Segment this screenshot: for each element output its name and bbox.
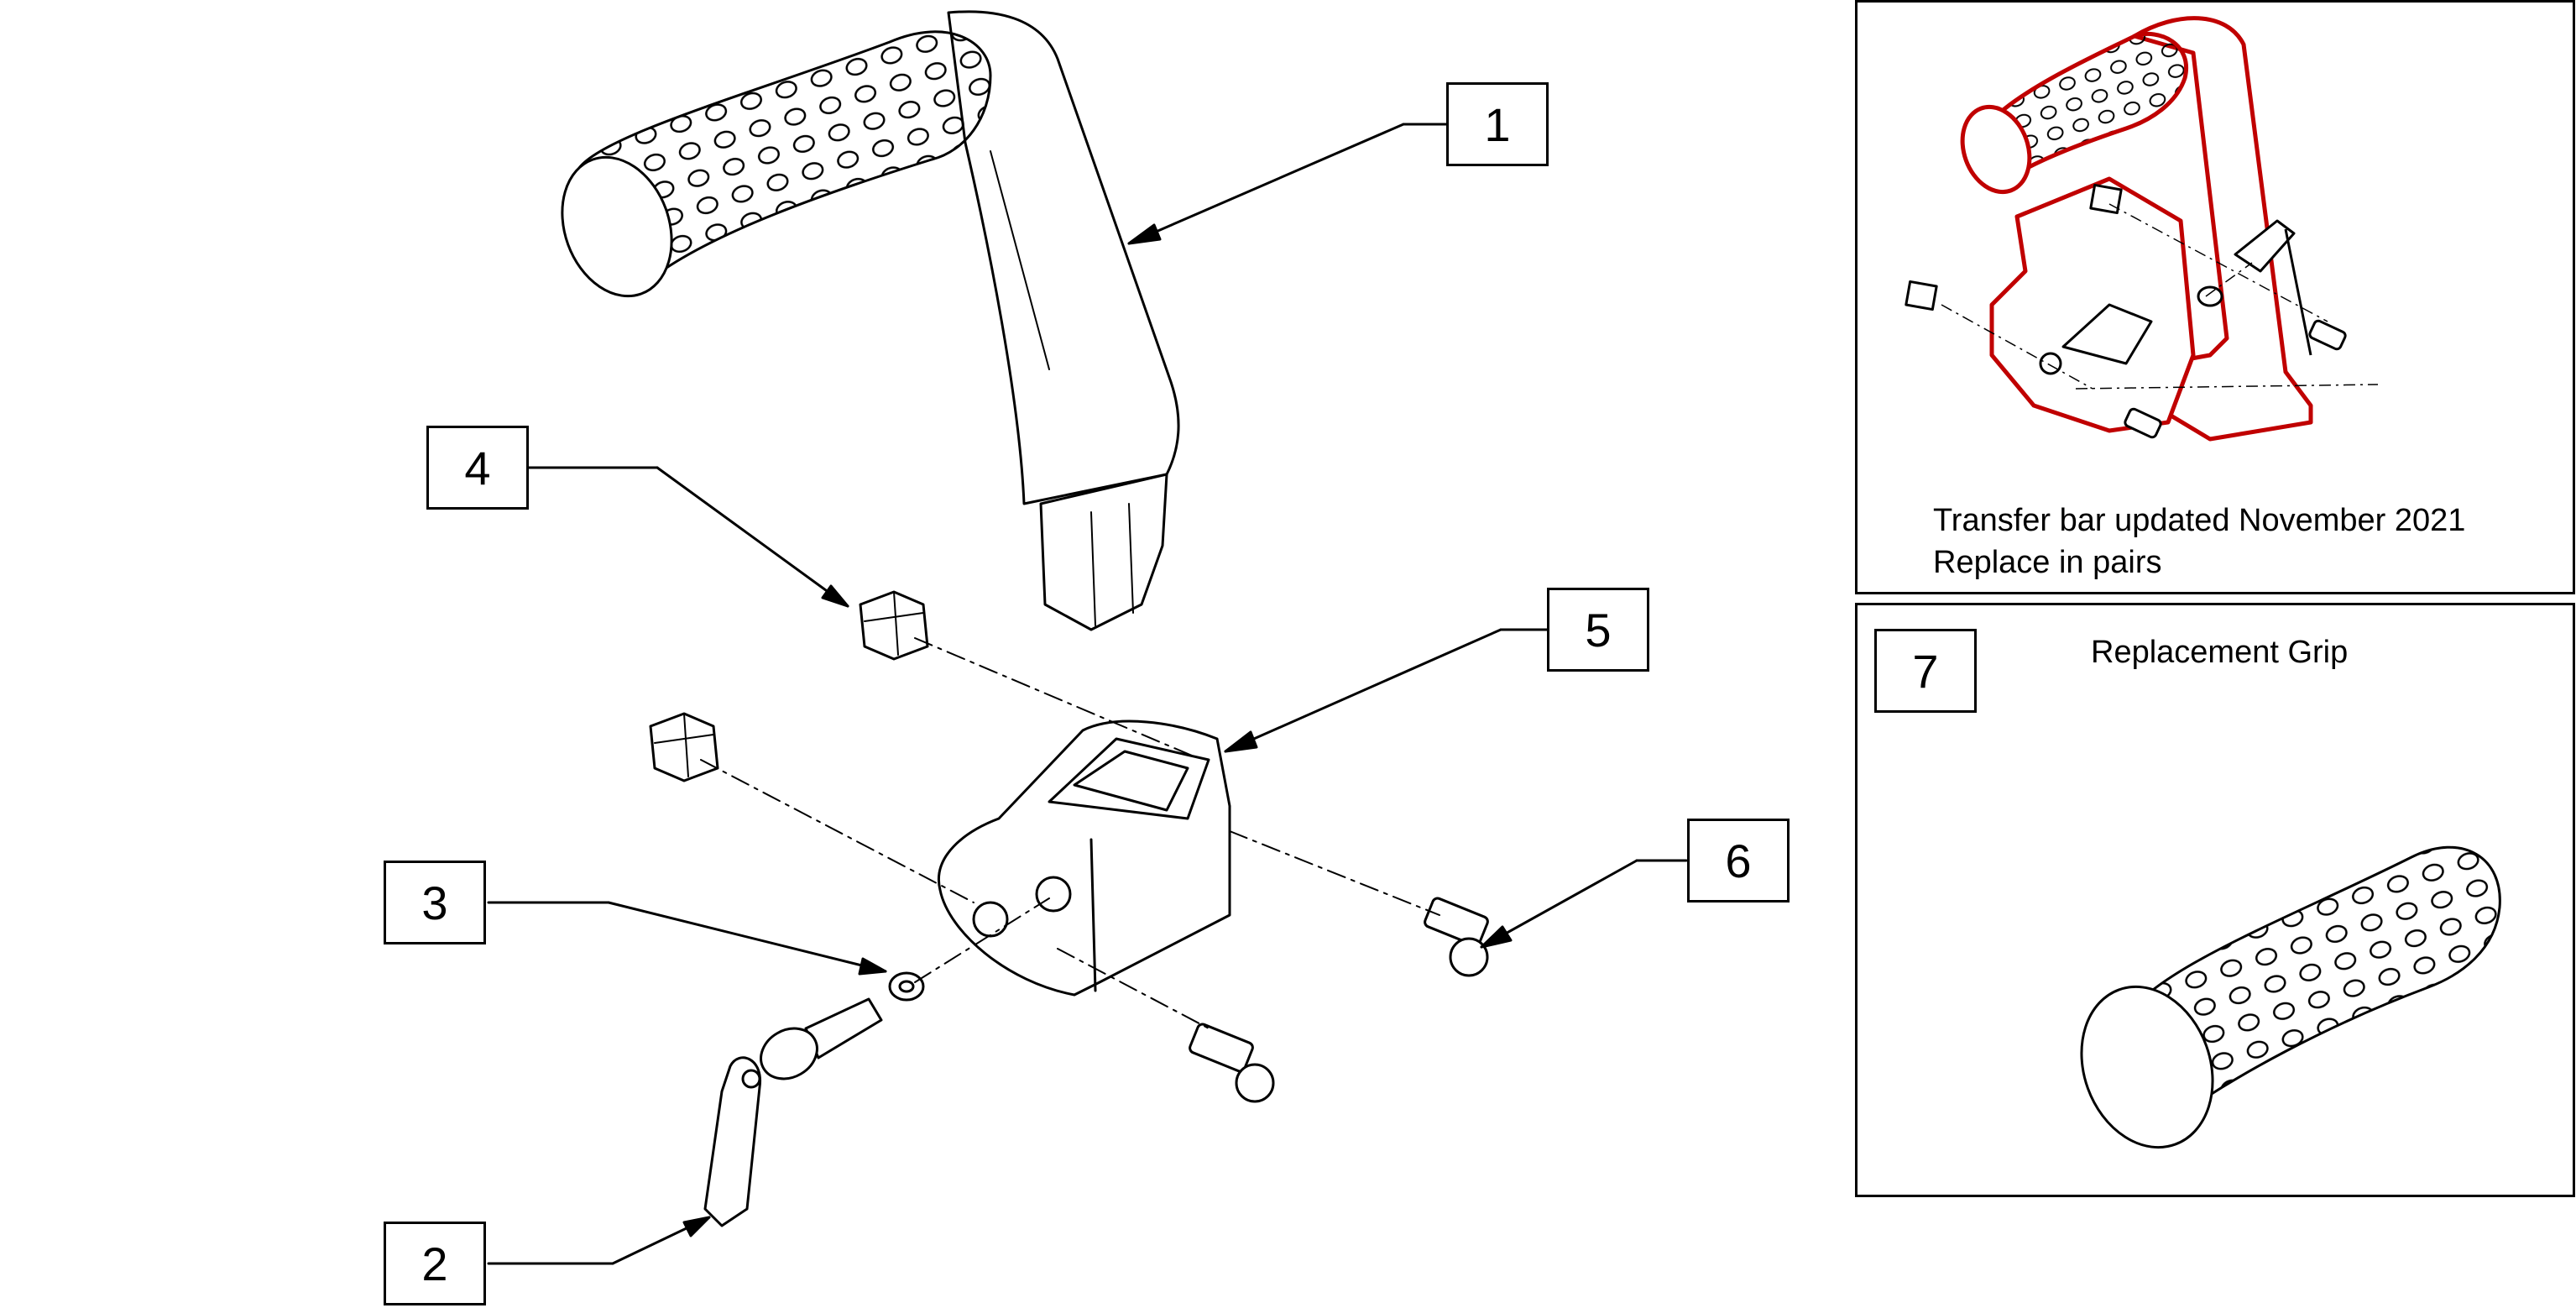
callout-6: 6 (1687, 819, 1790, 903)
update-note-line2: Replace in pairs (1933, 545, 2162, 580)
transfer-bar-part (561, 10, 1180, 631)
lever-part (703, 997, 883, 1227)
assembly-thumbnail (1905, 16, 2379, 442)
assembly-axis-lines (700, 637, 1440, 1029)
callout-7: 7 (1874, 629, 1977, 713)
callout-5: 5 (1547, 588, 1649, 672)
replacement-grip-panel: 7 Replacement Grip (1855, 603, 2575, 1197)
update-info-panel: Transfer bar updated November 2021 Repla… (1855, 0, 2575, 594)
callout-2: 2 (384, 1222, 486, 1305)
bracket-part (938, 719, 1231, 997)
update-note-line1: Transfer bar updated November 2021 (1933, 503, 2466, 538)
callout-3: 3 (384, 861, 486, 944)
screw-part (1189, 897, 1489, 1103)
replacement-grip-title: Replacement Grip (2091, 635, 2349, 670)
callout-4: 4 (426, 426, 529, 510)
nut-part (649, 590, 929, 782)
callout-1: 1 (1446, 82, 1549, 166)
leader-1b (1127, 123, 1405, 245)
washer-part (888, 971, 925, 1002)
replacement-grip-drawing (2080, 845, 2501, 1149)
